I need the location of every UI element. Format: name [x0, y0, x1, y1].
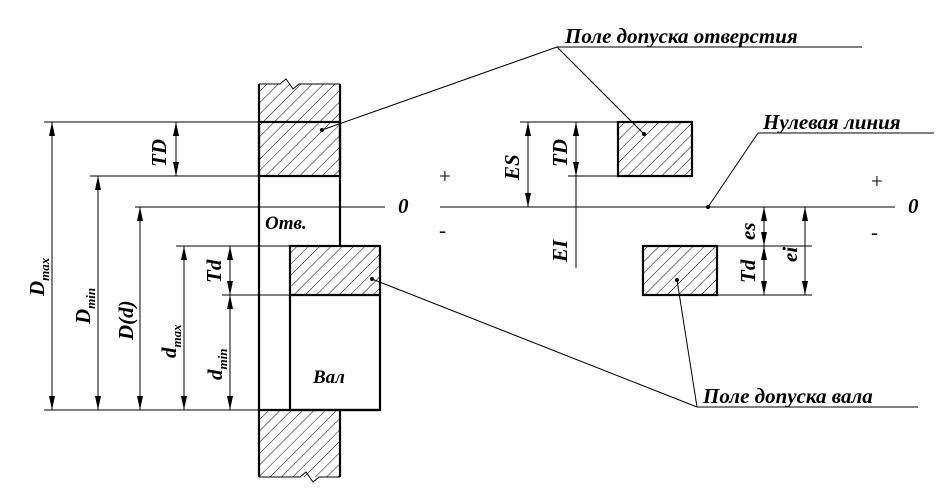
dim-ES: ES [500, 154, 524, 181]
dim-TD-left: TD [147, 139, 171, 167]
minus-sign-left: - [439, 218, 446, 242]
leader-lines [320, 46, 934, 408]
shaft [259, 244, 382, 412]
label-hole-tolerance-zone: Поле допуска отверстия [564, 24, 798, 48]
hole-wall [257, 78, 342, 483]
label-shaft-tolerance-zone: Поле допуска вала [702, 384, 873, 408]
label-shaft: Вал [312, 367, 345, 388]
label-hole: Отв. [265, 213, 307, 234]
dim-EI: EI [548, 239, 572, 263]
label-zero-line: Нулевая линия [762, 110, 901, 134]
zero-label-right: 0 [908, 194, 919, 218]
dim-D-d: D(d) [114, 300, 138, 341]
plus-sign-right: + [871, 169, 883, 193]
dim-Td-left: Td [202, 259, 226, 283]
extension-lines [44, 121, 812, 411]
dim-Td-right: Td [736, 259, 760, 283]
dimension-lines [49, 122, 808, 410]
dim-D-min: Dmin [71, 288, 98, 325]
shaft-tolerance-zone-left [290, 246, 380, 295]
shaft-tolerance-zone-right [641, 244, 719, 297]
hole-wall-bottom-hatch [259, 410, 340, 477]
dim-d-min: dmin [203, 349, 230, 380]
dim-D-max: Dmax [25, 257, 52, 297]
dim-ei: ei [778, 247, 802, 262]
hole-tolerance-zone-right [616, 120, 694, 178]
dim-es: es [736, 223, 760, 241]
hole-tolerance-zone-left [257, 120, 342, 178]
hole-wall-top-hatch [259, 84, 340, 122]
zero-label-left: 0 [398, 194, 409, 218]
dim-TD-right: TD [548, 139, 572, 167]
dim-d-max: dmax [157, 324, 184, 358]
minus-sign-right: - [871, 220, 878, 244]
plus-sign-left: + [439, 164, 451, 188]
